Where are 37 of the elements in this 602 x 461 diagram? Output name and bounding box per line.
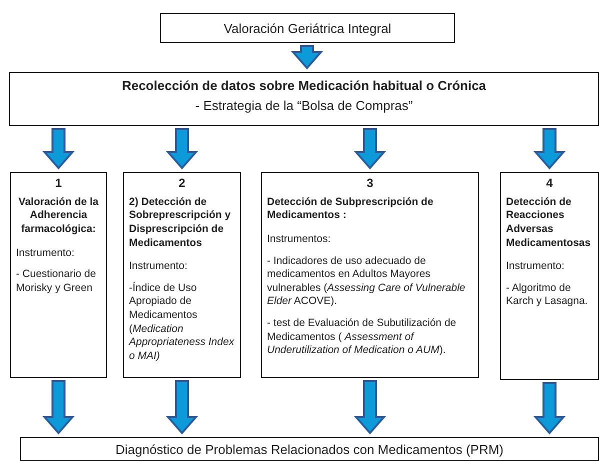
process-box — [160, 13, 455, 43]
step-number: 3 — [366, 176, 374, 192]
box-text: Instrumento: — [506, 260, 566, 274]
process-box — [500, 172, 599, 380]
box-text: - test de Evaluación de Subutilización de Medicamentos ( Assessment of Underutilization of Medication o AUM). — [267, 317, 458, 358]
block-arrow — [166, 128, 198, 170]
box-text: Instrumento: — [129, 260, 188, 274]
process-box — [10, 172, 107, 378]
block-arrow — [354, 380, 386, 435]
block-arrow — [533, 128, 566, 170]
box-heading: Detección de Subprescripción de Medicamentos : — [267, 196, 434, 223]
box-text: -Índice de Uso Apropiado de Medicamentos (Medication Appropriateness Index o MAI) — [129, 282, 235, 364]
box-text: Instrumentos: — [267, 232, 332, 247]
step-number: 1 — [54, 176, 63, 192]
block-arrow — [354, 128, 386, 170]
box-text: Valoración Geriátrica Integral — [224, 20, 392, 36]
box-heading: Recolección de datos sobre Medicación habitual o Crónica — [120, 78, 488, 93]
step-number: 2 — [178, 176, 186, 192]
box-text: - Cuestionario de Morisky y Green — [16, 268, 97, 296]
box-heading: Valoración de la Adherencia farmacológica: — [18, 196, 100, 237]
block-arrow — [42, 380, 75, 435]
process-box — [9, 72, 599, 126]
box-subtext: - Estrategia de la “Bolsa de Compras” — [194, 98, 414, 113]
box-text: Instrumento: — [16, 246, 76, 260]
box-heading: 2) Detección de Sobreprescripción y Disprescripción de Medicamentos — [129, 196, 232, 250]
box-heading: Detección de Reacciones Adversas Medicamentosas — [506, 196, 592, 250]
box-text: Diagnóstico de Problemas Relacionados con Medicamentos (PRM) — [115, 442, 504, 456]
process-box — [20, 437, 599, 461]
box-text: - Algoritmo de Karch y Lasagna. — [506, 282, 589, 310]
process-box — [261, 172, 479, 378]
block-arrow — [42, 128, 75, 170]
step-number: 4 — [545, 176, 554, 192]
box-text: - Indicadores de uso adecuado de medicamentos en Adultos Mayores vulnerables (Assessing Care of Vulnerable Elder ACOVE). — [267, 254, 466, 310]
block-arrow — [533, 382, 566, 435]
block-arrow — [290, 45, 324, 70]
process-box — [123, 172, 241, 378]
block-arrow — [166, 380, 198, 435]
